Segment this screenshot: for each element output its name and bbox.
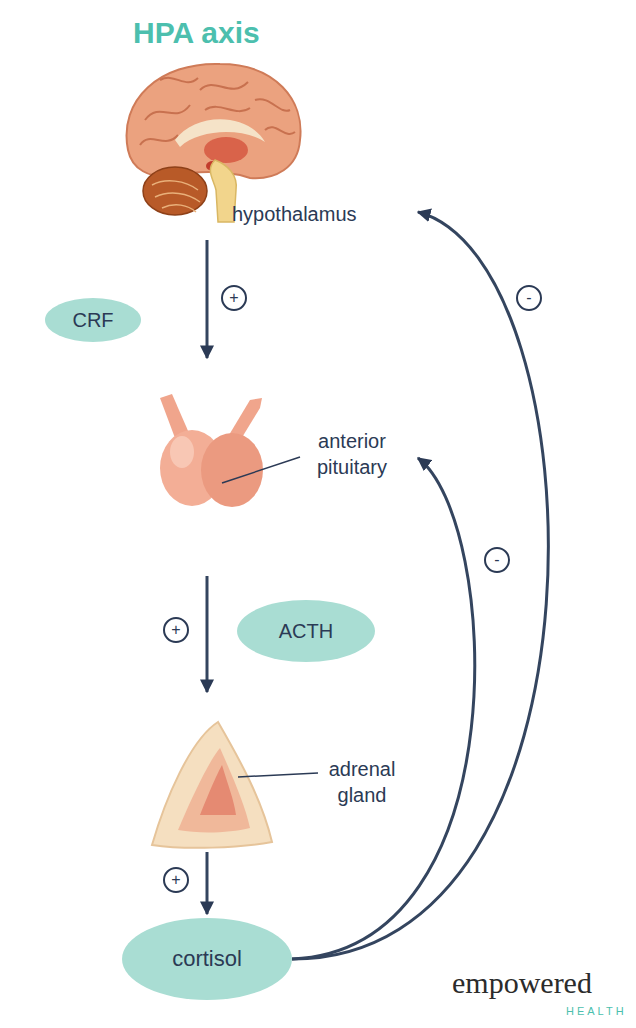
cerebellum (143, 167, 207, 215)
adrenal-illustration (152, 722, 318, 848)
feedback-arrow (292, 212, 548, 959)
sign-circle: - (516, 285, 542, 311)
organ-node: anterior pituitary (150, 362, 414, 572)
sign-circle: + (221, 285, 247, 311)
flow-arrow (206, 852, 209, 914)
ellipse-fill (237, 600, 375, 662)
sign-circle: - (484, 547, 510, 573)
hormone-label: cortisol (122, 918, 292, 1000)
flow-arrow (206, 240, 209, 358)
cerebellum-folds (152, 181, 200, 212)
pituitary-lobe (201, 433, 263, 507)
brain-gyri (140, 78, 295, 145)
diagram-title: HPA axis (133, 16, 260, 50)
hormone-ellipse: cortisol (122, 918, 292, 1000)
watermark-text: HEALTH (566, 1005, 627, 1017)
feedback-arrow (292, 458, 475, 959)
adrenal-cortex (152, 722, 272, 848)
organ-label: adrenal gland (307, 756, 417, 808)
adrenal-medulla (200, 765, 236, 815)
organ-label: hypothalamus (232, 201, 402, 227)
ellipse-fill (45, 298, 141, 342)
adrenal-layer (178, 748, 250, 832)
pituitary-highlight (170, 436, 194, 468)
hormone-label: CRF (45, 298, 141, 342)
pituitary-illustration (160, 394, 300, 507)
sign-circle: + (163, 617, 189, 643)
brain-illustration (127, 64, 301, 222)
hormone-label: ACTH (237, 600, 375, 662)
thalamus (204, 137, 248, 163)
organ-label: anterior pituitary (288, 428, 416, 480)
ellipse-fill (122, 918, 292, 1000)
sign-circle: + (163, 867, 189, 893)
organ-node: hypothalamus (118, 60, 414, 236)
flow-arrow (206, 576, 209, 692)
organ-node: adrenal gland (146, 696, 426, 848)
leader-line (222, 457, 300, 483)
leader-line (238, 773, 318, 777)
hormone-ellipse: CRF (45, 298, 141, 342)
hormone-ellipse: ACTH (237, 600, 375, 662)
watermark-text: empowered (452, 966, 592, 1000)
